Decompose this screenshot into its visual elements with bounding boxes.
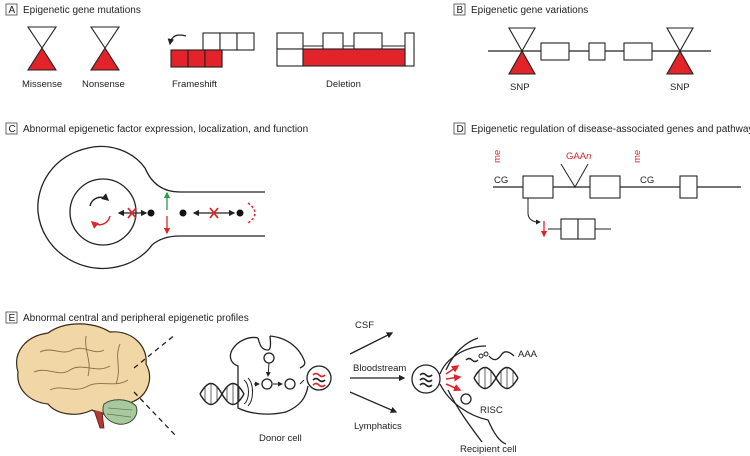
mrna-strand [488,351,515,361]
deletion-label: Deletion [326,79,361,90]
exon-box [540,42,570,61]
factor-dot [236,209,244,217]
snp-label-left: SNP [510,82,530,93]
exosome [411,364,441,394]
panel-c-letter: C [9,124,16,135]
csf-arrow [349,332,394,355]
panel-d: D Epigenetic regulation of disease-assoc… [453,122,750,240]
zoom-line [133,391,177,437]
insertion-wedge [560,163,589,188]
panel-a-title: Epigenetic gene mutations [23,5,141,16]
curved-arrow-icon [167,34,187,46]
panel-e-letter-box [5,311,18,324]
methyl-mark: me [632,150,643,163]
panel-b-letter-box [453,3,466,16]
blocked-x-icon [127,207,137,219]
recipient-cell: AAA [411,337,538,445]
blocked-x-icon [209,207,219,219]
deletion-diagram [276,32,415,67]
dna-helix-icon [473,366,519,390]
panel-b-title: Epigenetic gene variations [471,5,588,16]
risc-complex [460,393,472,405]
panel-c-title: Abnormal epigenetic factor expression, l… [23,124,308,135]
aaa-label: AAA [518,349,538,360]
nucleus [69,178,137,246]
neuron-outline [37,145,265,270]
panel-d-letter-box [453,122,466,135]
methyl-mark: me [492,150,503,163]
degradation-icon [247,202,256,224]
hourglass-icon [508,27,536,75]
panel-b-letter: B [457,5,464,16]
donor-cell-label: Donor cell [259,433,302,444]
panel-d-title: Epigenetic regulation of disease-associa… [471,124,750,135]
hourglass-icon [89,26,121,71]
missense-label: Missense [22,79,62,90]
transcription-arrow [527,198,541,225]
panel-e-title: Abnormal central and peripheral epigenet… [23,313,249,324]
factor-dot [179,209,187,217]
bloodstream-label: Bloodstream [353,363,406,374]
panel-c-letter-box [5,122,18,135]
exon-box [522,175,554,199]
dna-helix-icon [199,382,245,406]
cg-label: CG [640,175,654,186]
exon-box [588,42,606,61]
exon-box [623,42,653,61]
lymphatics-arrow [349,391,398,413]
exon-box [679,175,698,199]
hourglass-icon [666,27,694,75]
panel-e: E Abnormal central and peripheral epigen… [5,311,538,455]
mirna-icon [312,372,326,388]
csf-label: CSF [355,320,374,331]
exon-box [577,218,596,240]
exon-box [560,218,579,240]
panel-a-letter-box [5,3,18,16]
panel-a-letter: A [9,5,16,16]
snp-label-right: SNP [670,82,690,93]
factor-dot [147,209,155,217]
panel-a: A Epigenetic gene mutations Missense Non… [5,3,415,90]
donor-cell [199,335,332,415]
frameshift-label: Frameshift [172,79,217,90]
nonsense-label: Nonsense [82,79,125,90]
panel-e-letter: E [9,313,16,324]
mirna-icon [465,357,479,363]
mirna-icon [419,372,433,388]
brain-icon [16,323,151,429]
panel-d-letter: D [457,124,464,135]
zoom-line [133,333,177,369]
recipient-cell-label: Recipient cell [460,444,517,455]
risc-label: RISC [480,405,503,416]
hourglass-icon [26,26,58,71]
cg-label: CG [494,175,508,186]
cycle-arrow-icon [89,193,111,229]
exon-box [589,175,621,199]
panel-b: B Epigenetic gene variations SNP SNP [453,3,711,93]
gaa-repeat-label: GAAn [566,151,591,162]
frameshift-diagram [167,32,255,68]
exosome [306,365,332,391]
panel-c: C Abnormal epigenetic factor expression,… [5,122,308,270]
lymphatics-label: Lymphatics [354,421,402,432]
